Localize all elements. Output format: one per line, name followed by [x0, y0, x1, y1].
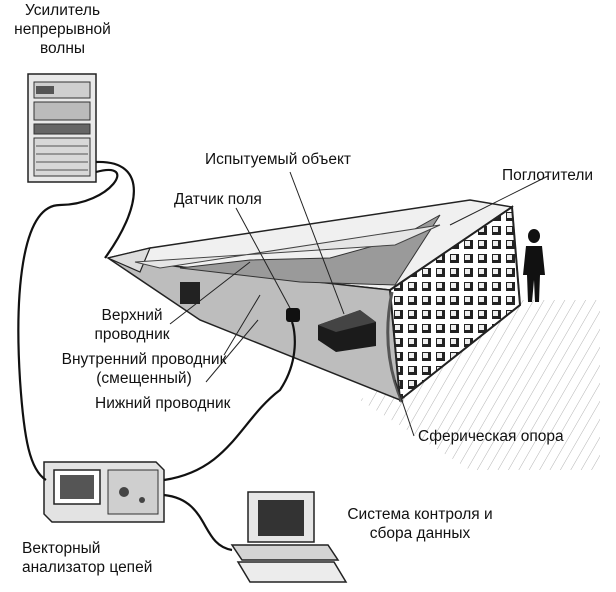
person-figure: [523, 229, 545, 302]
upper-conductor-label: Верхний проводник: [92, 306, 172, 344]
feed-connector: [180, 282, 200, 304]
control-system-label-line-1: Система контроля и: [347, 506, 493, 523]
upper-conductor-label-line-2: проводник: [94, 326, 170, 343]
absorbers-label: Поглотители: [502, 167, 594, 184]
inner-conductor-label: Внутренний проводник (смещенный): [30, 350, 258, 388]
network-analyzer-label-line-1: Векторный: [22, 540, 101, 557]
test-object: [318, 310, 376, 352]
field-sensor: [286, 308, 300, 322]
amplifier-rack: [27, 73, 97, 183]
inner-conductor-label-line-1: Внутренний проводник: [61, 351, 227, 368]
network-analyzer-label-line-2: анализатор цепей: [22, 559, 153, 576]
cables: [17, 160, 296, 552]
spherical-support: [386, 291, 404, 403]
network-analyzer: [43, 461, 165, 523]
upper-conductor-label-line-1: Верхний: [101, 307, 163, 324]
amplifier-label: Усилитель непрерывной волны: [0, 1, 125, 58]
test-object-label: Испытуемый объект: [205, 151, 352, 168]
amplifier-label-line-3: волны: [39, 40, 86, 57]
inner-conductor-label-line-2: (смещенный): [96, 370, 192, 387]
computer-workstation: [230, 491, 348, 583]
control-system-label: Система контроля и сбора данных: [330, 505, 510, 543]
leader-lines: [169, 171, 549, 437]
amplifier-label-line-2: непрерывной: [14, 21, 111, 38]
amplifier-label-line-1: Усилитель: [24, 2, 101, 19]
lower-conductor-label: Нижний проводник: [95, 395, 231, 412]
control-system-label-line-2: сбора данных: [369, 525, 471, 542]
spherical-support-label: Сферическая опора: [418, 428, 564, 445]
field-sensor-label: Датчик поля: [174, 191, 262, 208]
gtem-cell: [106, 199, 522, 403]
floor: [360, 300, 600, 470]
network-analyzer-label: Векторный анализатор цепей: [22, 539, 152, 577]
